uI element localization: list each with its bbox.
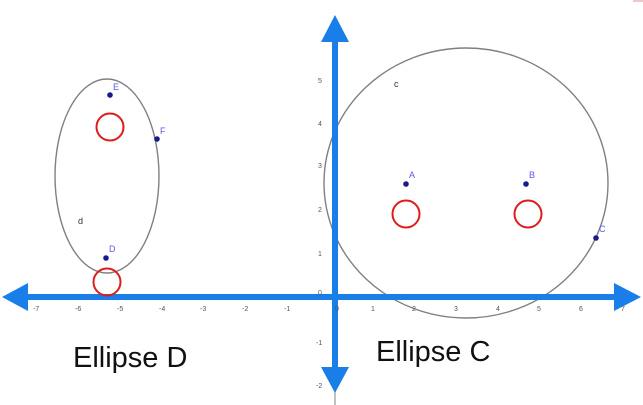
ellipse-c-name-label: c bbox=[394, 79, 399, 89]
x-tick: -2 bbox=[242, 306, 248, 313]
y-tick-labels: 5 4 3 2 1 0 -1 -2 bbox=[316, 78, 322, 390]
point-f-label: F bbox=[160, 126, 166, 136]
point-c-label: C bbox=[599, 224, 606, 234]
x-tick: 2 bbox=[412, 306, 416, 313]
y-axis bbox=[321, 15, 349, 405]
y-tick: -1 bbox=[316, 340, 322, 347]
x-tick: 4 bbox=[496, 306, 500, 313]
ellipse-d-curve bbox=[54, 78, 160, 274]
x-tick: 1 bbox=[371, 306, 375, 313]
y-tick: 4 bbox=[318, 121, 322, 128]
x-tick: 5 bbox=[537, 306, 541, 313]
corner-artifact bbox=[633, 0, 643, 2]
point-a-label: A bbox=[409, 170, 415, 180]
x-axis-right-arrow-icon bbox=[614, 283, 641, 311]
ellipse-c-curve bbox=[323, 47, 609, 319]
focus-marker-d-lower bbox=[92, 267, 122, 297]
x-axis-left-arrow-icon bbox=[2, 283, 28, 311]
point-a[interactable] bbox=[403, 181, 409, 187]
y-tick: 0 bbox=[318, 290, 322, 297]
y-axis-down-arrow-icon bbox=[321, 367, 349, 393]
point-d[interactable] bbox=[103, 255, 109, 261]
focus-marker-c-left bbox=[391, 199, 421, 229]
point-e[interactable] bbox=[107, 92, 113, 98]
x-tick: -7 bbox=[33, 306, 39, 313]
ellipse-c-caption: Ellipse C bbox=[376, 336, 491, 368]
ellipse-c-group: c A B C bbox=[391, 79, 606, 241]
x-tick: 6 bbox=[579, 306, 583, 313]
point-f[interactable] bbox=[154, 136, 160, 142]
y-tick: 3 bbox=[318, 163, 322, 170]
y-tick: 5 bbox=[318, 78, 322, 85]
y-tick: -2 bbox=[316, 383, 322, 390]
ellipse-d-name-label: d bbox=[78, 216, 83, 226]
y-tick: 2 bbox=[318, 207, 322, 214]
x-tick: -1 bbox=[284, 306, 290, 313]
ellipse-d-group: d E F D bbox=[78, 82, 166, 297]
x-tick: 0 bbox=[335, 306, 339, 313]
point-e-label: E bbox=[113, 82, 119, 92]
x-tick: -5 bbox=[117, 306, 123, 313]
x-tick: -4 bbox=[159, 306, 165, 313]
x-tick-labels: -7 -6 -5 -4 -3 -2 -1 0 1 2 3 4 5 6 7 bbox=[33, 306, 625, 313]
point-b[interactable] bbox=[523, 181, 529, 187]
x-axis bbox=[2, 283, 641, 311]
x-tick: 7 bbox=[621, 306, 625, 313]
y-tick: 1 bbox=[318, 251, 322, 258]
ellipse-d-caption: Ellipse D bbox=[73, 342, 188, 374]
point-b-label: B bbox=[529, 170, 535, 180]
x-tick: -3 bbox=[200, 306, 206, 313]
point-d-label: D bbox=[109, 244, 116, 254]
point-c[interactable] bbox=[593, 235, 599, 241]
x-tick: 3 bbox=[454, 306, 458, 313]
focus-marker-d-upper bbox=[95, 112, 125, 142]
x-tick: -6 bbox=[75, 306, 81, 313]
focus-marker-c-right bbox=[513, 199, 543, 229]
y-axis-up-arrow-icon bbox=[321, 15, 349, 42]
